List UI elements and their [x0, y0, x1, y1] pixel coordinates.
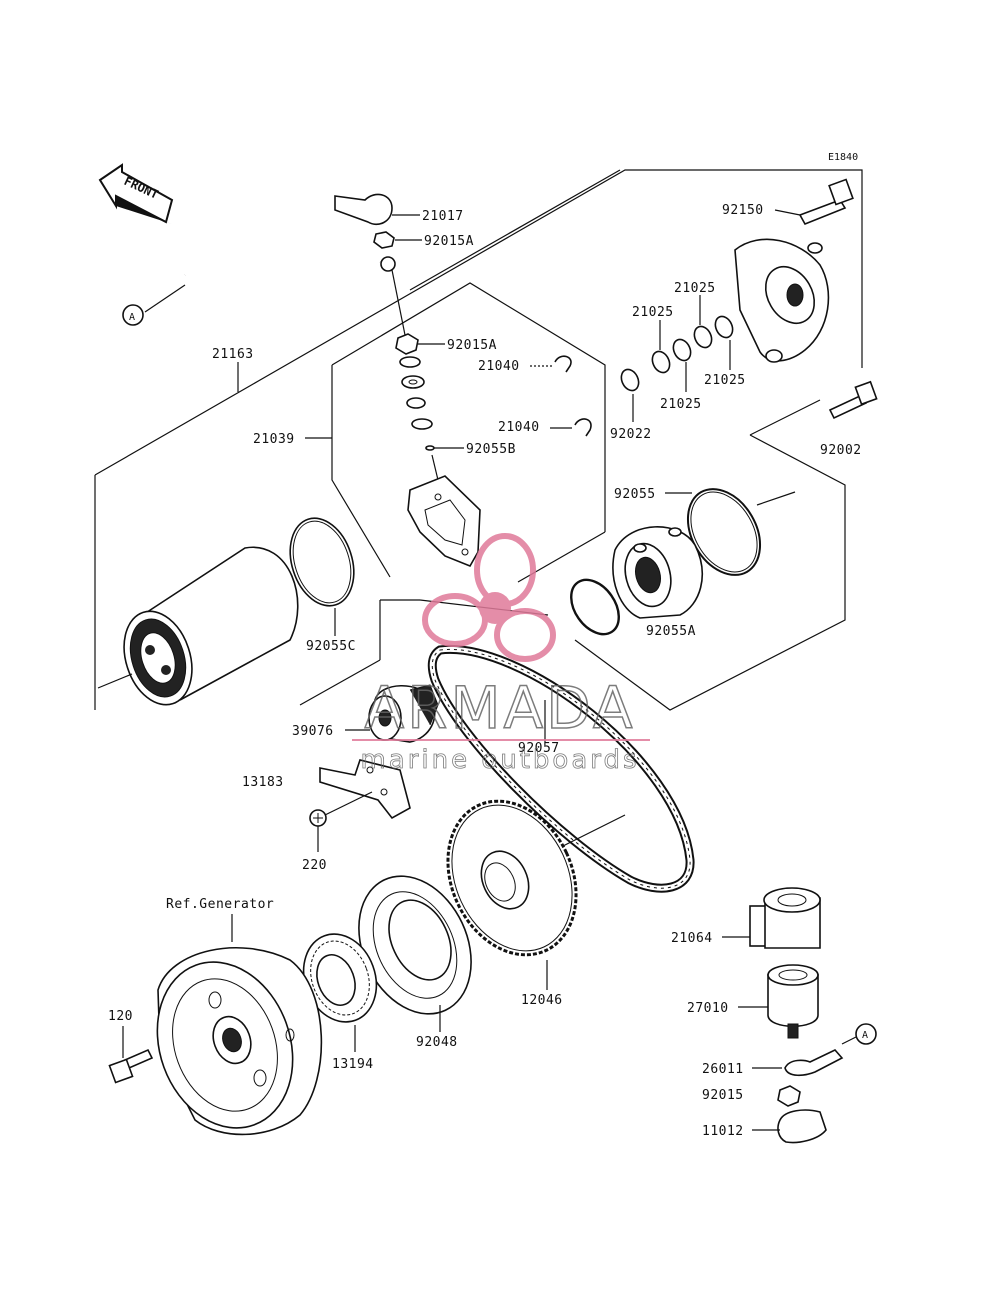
- starter-motor-callout: 21163: [212, 347, 254, 392]
- label-92055: 92055: [614, 487, 656, 502]
- starter-motor-body: [97, 546, 299, 706]
- label-26011: 26011: [702, 1062, 744, 1077]
- label-92055A: 92055A: [646, 624, 696, 639]
- starter-chain: 92057: [427, 644, 695, 893]
- nut-top: 92015A: [373, 231, 474, 249]
- front-housing: 92055A: [612, 526, 703, 639]
- ref-generator-label: Ref.Generator: [166, 897, 274, 912]
- label-21025-a: 21025: [674, 281, 716, 296]
- label-21039: 21039: [253, 432, 295, 447]
- label-12046: 12046: [521, 993, 563, 1008]
- battery-cable: A: [122, 232, 396, 326]
- label-92002: 92002: [820, 443, 862, 458]
- starter-end-cover: [734, 238, 830, 363]
- starter-sprocket: 12046: [446, 799, 578, 1008]
- label-92015A-top: 92015A: [424, 234, 474, 249]
- bolt-120: 120: [108, 1009, 154, 1084]
- callout-a-right: A: [862, 1030, 868, 1041]
- brush-spring-clips: 21040 21040: [478, 355, 592, 437]
- label-39076: 39076: [292, 724, 334, 739]
- diagram-code: E1840: [828, 152, 858, 163]
- label-92022: 92022: [610, 427, 652, 442]
- terminal-cover-11012: 11012: [702, 1109, 827, 1144]
- label-21025-b: 21025: [632, 305, 674, 320]
- label-13183: 13183: [242, 775, 284, 790]
- label-13194: 13194: [332, 1057, 374, 1072]
- label-92055C: 92055C: [306, 639, 356, 654]
- label-21040-a: 21040: [478, 359, 520, 374]
- label-220: 220: [302, 858, 327, 873]
- o-ring-small: [570, 578, 620, 636]
- label-21017: 21017: [422, 209, 464, 224]
- watermark-brand: ARMADA: [364, 674, 635, 742]
- bolt-92150: 92150: [722, 178, 854, 226]
- label-21064: 21064: [671, 931, 713, 946]
- label-92048: 92048: [416, 1035, 458, 1050]
- callout-a-left: A: [129, 312, 135, 323]
- chain-guide-bracket: 13183 220: [242, 759, 411, 873]
- label-92015A-mid: 92015A: [447, 338, 497, 353]
- relay-boot: 27010: [687, 964, 819, 1039]
- front-arrow-icon: FRONT: [98, 163, 174, 224]
- label-120: 120: [108, 1009, 133, 1024]
- label-92057: 92057: [518, 741, 560, 756]
- label-92150: 92150: [722, 203, 764, 218]
- clutch-bearing-13194: 13194: [302, 933, 378, 1072]
- label-27010: 27010: [687, 1001, 729, 1016]
- generator-flywheel: Ref.Generator: [156, 897, 323, 1136]
- bolt-92002: 92002: [820, 380, 878, 458]
- washers-21025: 21025 21025 21025 21025: [632, 281, 746, 412]
- propeller-logo-icon: [422, 533, 556, 662]
- label-21025-d: 21025: [660, 397, 702, 412]
- terminal-stack: 92015A 92055B: [391, 269, 516, 481]
- label-21025-c: 21025: [704, 373, 746, 388]
- label-92015: 92015: [702, 1088, 744, 1103]
- relay-lead: A 26011: [702, 1023, 877, 1077]
- terminal-cap: 21017: [334, 193, 464, 226]
- armada-watermark: ARMADA marine outboards: [352, 533, 650, 775]
- label-21040-b: 21040: [498, 420, 540, 435]
- label-11012: 11012: [702, 1124, 744, 1139]
- washer-92022: 92022: [610, 368, 652, 442]
- nut-92015: 92015: [702, 1085, 801, 1107]
- starter-relay: 21064: [671, 887, 821, 949]
- starter-gear-92048: 92048: [358, 875, 472, 1050]
- label-92055B: 92055B: [466, 442, 516, 457]
- o-ring-92055C: 92055C: [289, 517, 356, 654]
- starter-clutch: 39076: [292, 684, 439, 743]
- label-21163: 21163: [212, 347, 254, 362]
- brush-holder-plate: 21039: [253, 432, 481, 568]
- watermark-tagline: marine outboards: [360, 745, 639, 775]
